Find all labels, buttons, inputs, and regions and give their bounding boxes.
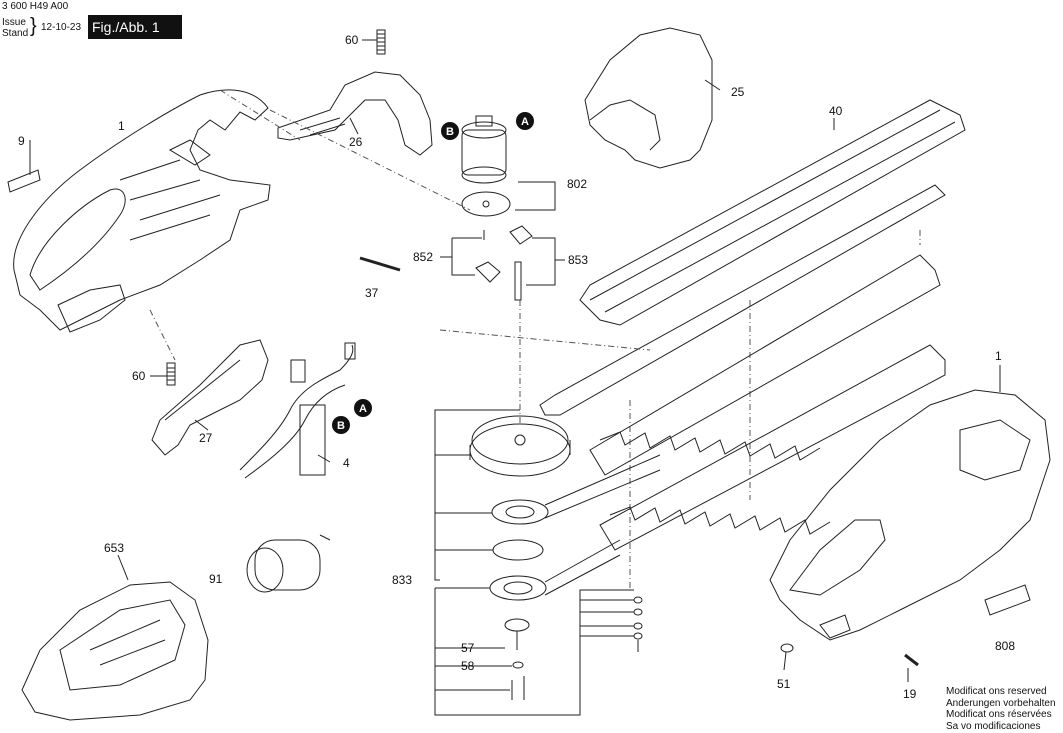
nameplate-part [7, 169, 41, 193]
footer-note-de: Anderungen vorbehalten [946, 697, 1056, 709]
wiring-harness-part [239, 342, 356, 479]
issue-label: Issue [2, 17, 26, 28]
callout-27: 27 [199, 431, 213, 445]
callout-37: 37 [365, 286, 379, 300]
callout-4: 4 [343, 456, 350, 470]
marker-a-wiring: A [354, 399, 372, 417]
assembly-guidelines [149, 89, 921, 590]
callout-labels: 60 1 9 26 25 40 802 852 853 37 60 27 4 1… [18, 33, 1015, 701]
footer-note-es: Sa vo modificaciones [946, 720, 1041, 732]
callout-19: 19 [903, 687, 917, 701]
charger-part [21, 581, 209, 721]
housing-right-part [769, 389, 1051, 641]
brace-icon: } [30, 15, 37, 37]
screw-19-part [904, 653, 919, 667]
callout-58: 58 [461, 659, 475, 673]
brush-holders-part [451, 225, 556, 301]
leader-lines [29, 39, 1001, 716]
blade-upper-part [589, 254, 941, 476]
callout-1-left: 1 [118, 119, 125, 133]
cam-rings-part [489, 454, 661, 601]
marker-a-motor: A [516, 112, 534, 130]
blade-lower-part [599, 344, 946, 551]
svg-text:B: B [337, 420, 345, 432]
callout-833: 833 [392, 573, 412, 587]
callout-57: 57 [461, 641, 475, 655]
issue-date: 12-10-23 [41, 22, 82, 33]
battery-part [246, 534, 331, 593]
figure-label: Fig./Abb. 1 [88, 15, 182, 39]
switch-lever-27-part [151, 339, 269, 456]
svg-text:A: A [359, 403, 367, 415]
blade-cover-part [584, 27, 713, 169]
callout-853: 853 [568, 253, 588, 267]
callout-26: 26 [349, 135, 363, 149]
rod-part [359, 256, 401, 272]
washer-part [780, 643, 794, 653]
doc-number: 3 600 H49 A00 [2, 1, 69, 12]
callout-60-top: 60 [345, 33, 359, 47]
marker-b-wiring: B [332, 416, 350, 434]
svg-text:B: B [446, 126, 454, 138]
callout-60-lower: 60 [132, 369, 146, 383]
callout-802: 802 [567, 177, 587, 191]
callout-1-right: 1 [995, 349, 1002, 363]
screws-right-part [633, 596, 643, 652]
spring-top-part [376, 29, 386, 55]
housing-left-part [13, 89, 271, 333]
callout-808: 808 [995, 639, 1015, 653]
connection-markers: A B A B [332, 112, 534, 434]
callout-653: 653 [104, 541, 124, 555]
callout-25: 25 [731, 85, 745, 99]
spring-lower-part [166, 362, 176, 386]
callout-852: 852 [413, 250, 433, 264]
marker-b-motor: B [441, 122, 459, 140]
callout-91: 91 [209, 572, 223, 586]
label-808-part [984, 584, 1031, 616]
callout-51: 51 [777, 677, 791, 691]
footer-notes: Modificat ons reserved Anderungen vorbeh… [946, 686, 1056, 732]
footer-note-fr: Modificat ons réservées [946, 709, 1052, 720]
svg-text:A: A [521, 116, 529, 128]
screws-center-part [504, 618, 530, 700]
callout-9: 9 [18, 134, 25, 148]
motor-part [461, 115, 556, 217]
footer-note-en: Modificat ons reserved [946, 686, 1047, 697]
callout-40: 40 [829, 104, 843, 118]
stand-label: Stand [2, 28, 29, 39]
blade-protector-part [539, 99, 966, 416]
gear-part [469, 415, 571, 477]
